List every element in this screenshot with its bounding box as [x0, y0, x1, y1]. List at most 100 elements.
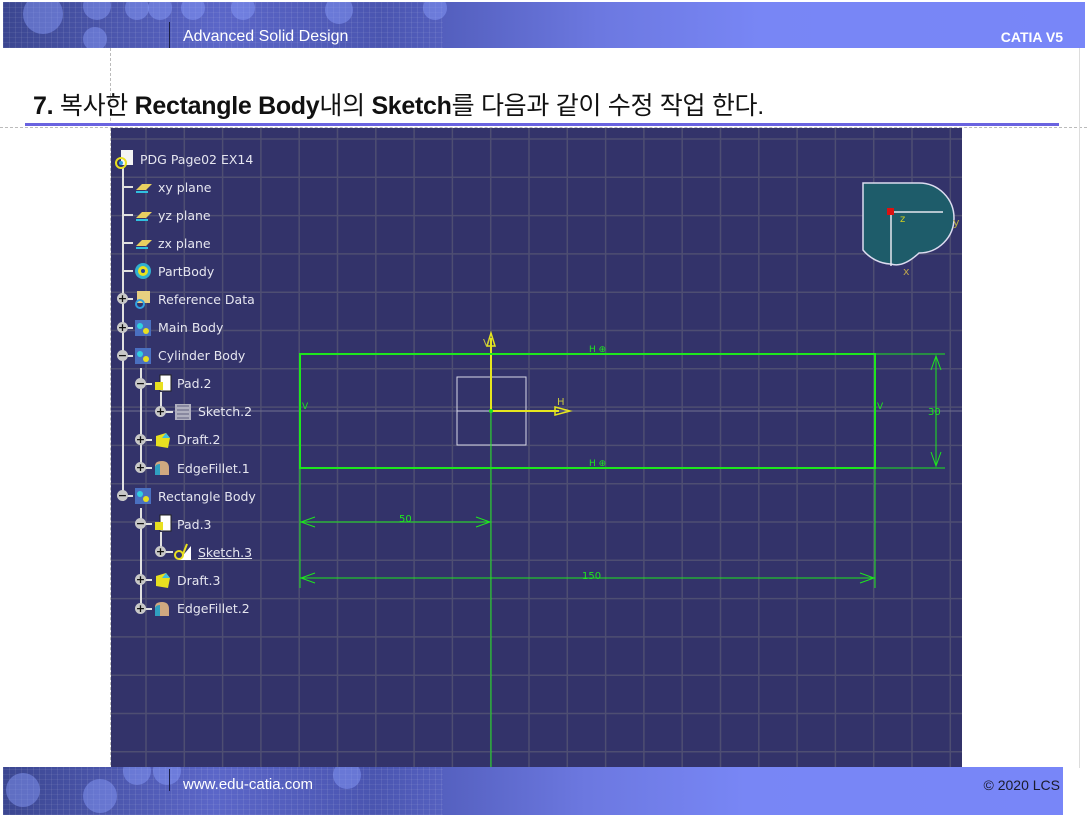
constraint-left-vertical: V [302, 402, 309, 412]
part-document-icon [115, 149, 135, 169]
constraint-top-horizontal: H ⊕ [589, 345, 606, 355]
tree-item-label: Draft.3 [177, 572, 221, 588]
expand-toggle-icon[interactable]: + [117, 292, 128, 306]
tree-item-zx-plane[interactable]: zx plane [133, 232, 211, 254]
collapse-toggle-icon[interactable]: − [117, 489, 128, 503]
guide-line-vertical [110, 48, 111, 815]
tree-item-label: Reference Data [158, 291, 255, 307]
header-decor-circle [83, 27, 107, 48]
tree-item-pad-3[interactable]: Pad.3 [152, 513, 212, 535]
header-decor-circle [325, 2, 353, 24]
tree-item-pad-2[interactable]: Pad.2 [152, 373, 212, 395]
step-text-4: Sketch [371, 92, 452, 120]
edge-fillet-icon [152, 599, 172, 619]
tree-connector [122, 186, 133, 188]
expand-toggle-icon[interactable]: + [135, 461, 146, 474]
dim-width-value[interactable]: 150 [582, 571, 601, 582]
tree-connector [140, 523, 152, 526]
tree-connector [140, 467, 152, 469]
tree-branch-line [160, 532, 162, 552]
dim-arrow-right-icon [475, 516, 492, 528]
copyright-text: © 2020 LCS [983, 777, 1060, 793]
tree-item-label: EdgeFillet.2 [177, 601, 250, 616]
plane-icon [133, 233, 153, 253]
plane-icon [133, 205, 153, 225]
tree-item-sketch-2[interactable]: Sketch.2 [173, 401, 252, 423]
tree-trunk-line [122, 168, 124, 501]
slide-header: Advanced Solid Design CATIA V5 [3, 2, 1085, 48]
tree-item-edgefillet-1[interactable]: EdgeFillet.1 [152, 457, 250, 479]
h-axis-arrow-icon [554, 406, 573, 416]
expand-toggle-icon[interactable]: + [135, 601, 146, 615]
step-number: 7. [33, 92, 54, 120]
tree-item-draft-3[interactable]: Draft.3 [152, 569, 220, 591]
tree-connector [122, 270, 133, 273]
dim-arrow-right-icon [859, 572, 876, 584]
collapse-toggle-icon[interactable]: − [117, 348, 128, 362]
expand-toggle-icon[interactable]: + [117, 320, 128, 334]
step-heading: 7. 복사한 Rectangle Body내의 Sketch를 다음과 같이 수… [33, 86, 764, 122]
expand-toggle-icon[interactable]: + [135, 573, 146, 587]
footer-texture [3, 767, 443, 815]
expand-toggle-icon[interactable]: + [155, 404, 166, 418]
tree-item-label: Pad.2 [177, 376, 212, 392]
tree-item-label: PartBody [158, 263, 215, 279]
tree-connector [140, 382, 152, 385]
dim-offset-value[interactable]: 50 [399, 514, 412, 525]
compass[interactable]: z y x [862, 182, 960, 278]
sketch-grid [111, 128, 962, 767]
dim-arrow-left-icon [299, 572, 316, 584]
slide-footer: www.edu-catia.com © 2020 LCS [3, 767, 1063, 815]
tree-item-edgefillet-2[interactable]: EdgeFillet.2 [152, 598, 250, 620]
draft-icon [152, 570, 172, 590]
tree-item-rectangle-body[interactable]: Rectangle Body [133, 485, 256, 507]
v-axis-label: V [483, 338, 490, 349]
guide-line-horizontal [0, 127, 1087, 128]
sketch-origin-point[interactable] [489, 409, 493, 413]
tree-item-reference-data[interactable]: Reference Data [133, 288, 255, 310]
tree-item-label: Draft.2 [177, 432, 221, 448]
tree-item-main-body[interactable]: Main Body [133, 317, 223, 339]
collapse-toggle-icon[interactable]: − [135, 517, 146, 531]
brand-label: CATIA V5 [1000, 29, 1063, 45]
tree-branch-line [140, 368, 142, 468]
header-decor-circle [148, 2, 172, 20]
tree-item-cylinder-body[interactable]: Cylinder Body [133, 345, 245, 367]
v-axis-arrow-icon [485, 330, 497, 347]
body-icon [133, 318, 153, 338]
tree-item-draft-2[interactable]: Draft.2 [152, 429, 220, 451]
tree-branch-line [140, 508, 142, 608]
draft-icon [152, 430, 172, 450]
sketch-canvas[interactable]: z y x V H H ⊕ H ⊕ V V 30 50 [111, 128, 962, 767]
tree-root[interactable]: PDG Page02 EX14 [115, 148, 253, 170]
website-link[interactable]: www.edu-catia.com [183, 776, 314, 793]
header-decor-circle [125, 2, 149, 20]
footer-decor-circle [6, 773, 40, 807]
header-decor-circle [231, 2, 255, 20]
expand-toggle-icon[interactable]: + [155, 545, 166, 559]
dim-arrow-left-icon [299, 516, 316, 528]
tree-item-yz-plane[interactable]: yz plane [133, 204, 211, 226]
sketch-rectangle[interactable] [299, 353, 876, 469]
body-icon [133, 346, 153, 366]
dim-arrow-up-icon [930, 354, 942, 371]
collapse-toggle-icon[interactable]: − [135, 376, 146, 390]
step-text-5: 를 다음과 같이 수정 작업 한다. [451, 92, 765, 120]
body-icon [133, 486, 153, 506]
dim-arrow-down-icon [930, 451, 942, 468]
cad-viewport[interactable]: z y x V H H ⊕ H ⊕ V V 30 50 [111, 128, 962, 767]
reference-data-icon [133, 289, 153, 310]
tree-item-xy-plane[interactable]: xy plane [133, 176, 211, 198]
tree-connector [160, 551, 173, 554]
expand-toggle-icon[interactable]: + [135, 432, 146, 446]
step-text-3: 내의 [319, 92, 372, 120]
header-decor-circle [83, 2, 111, 20]
dim-height-value[interactable]: 30 [928, 407, 941, 418]
tree-connector [140, 438, 152, 441]
partbody-gear-icon [133, 261, 153, 281]
tree-item-sketch-3[interactable]: Sketch.3 [173, 541, 252, 563]
tree-item-label: Sketch.3 [198, 544, 253, 560]
tree-item-partbody[interactable]: PartBody [133, 260, 214, 282]
header-decor-circle [181, 2, 205, 20]
compass-origin-handle[interactable] [887, 208, 894, 215]
